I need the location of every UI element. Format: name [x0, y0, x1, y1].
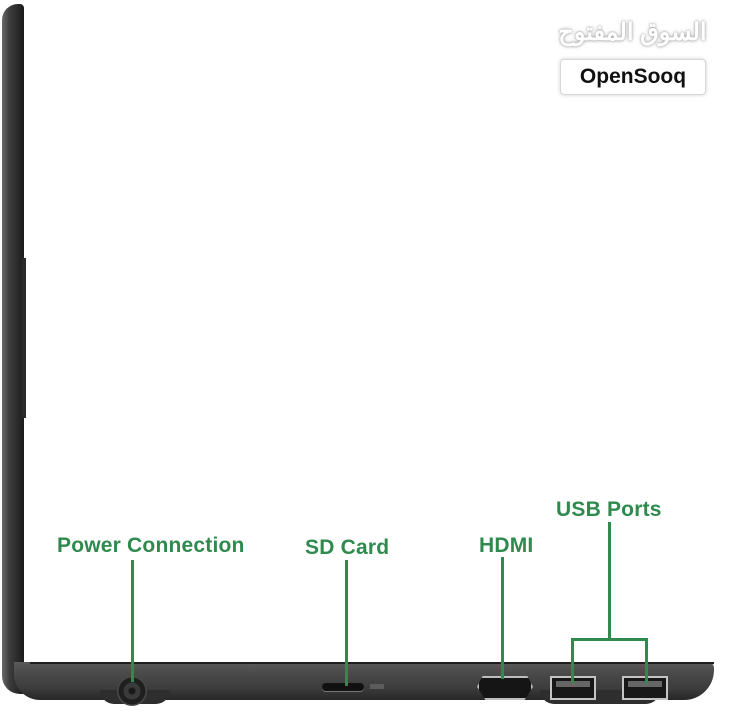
usb-ports-pointer-bar [571, 638, 648, 641]
hdmi-label: HDMI [479, 534, 534, 557]
power-connection-pointer [131, 560, 134, 682]
usb-ports-label: USB Ports [556, 498, 662, 521]
usb-ports-pointer-right [645, 638, 648, 684]
hdmi-port-icon [477, 676, 533, 700]
watermark-badge: OpenSooq [560, 59, 706, 95]
usb-ports-pointer-stem [608, 522, 611, 640]
watermark-arabic: السوق المفتوح [558, 19, 707, 46]
sd-card-marking [370, 684, 384, 689]
sd-card-slot-icon [322, 683, 364, 691]
hdmi-pointer [501, 557, 504, 679]
sd-card-pointer [345, 560, 348, 686]
laptop-lid [2, 4, 24, 694]
sd-card-label: SD Card [305, 536, 390, 559]
usb-ports-pointer-left [571, 638, 574, 684]
laptop-lid-edge [22, 258, 26, 418]
laptop-base-seam [30, 662, 714, 664]
watermark-english: OpenSooq [579, 65, 687, 88]
power-connection-label: Power Connection [57, 534, 245, 557]
